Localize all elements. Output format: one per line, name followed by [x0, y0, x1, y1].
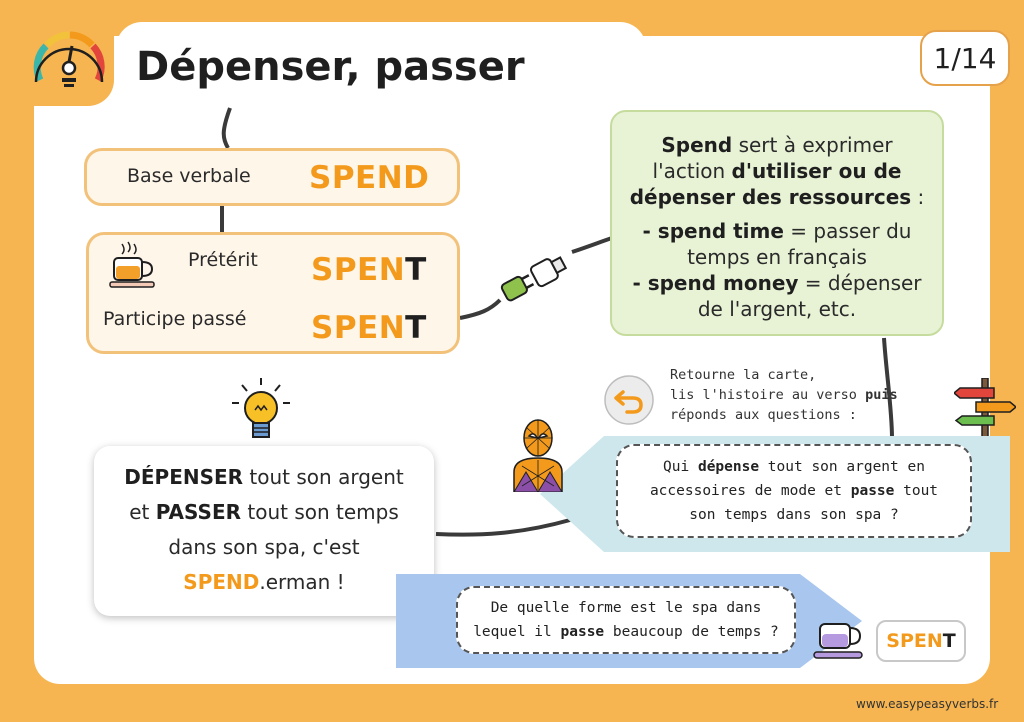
question-1: Qui dépense tout son argent en accessoir…: [616, 444, 972, 538]
definition-line-6: - spend money = dépenser: [632, 271, 922, 295]
instructions: Retourne la carte, lis l'histoire au ver…: [670, 365, 898, 425]
definition-line-2: l'action d'utiliser ou de: [652, 159, 902, 183]
lightbulb-icon: [232, 378, 290, 438]
definition-line-1: Spend sert à exprimer: [661, 133, 893, 157]
page-number: 1/14: [920, 30, 1010, 86]
question-1-line-2: accessoires de mode et passe tout: [649, 483, 939, 499]
base-form-label: Base verbale: [127, 165, 251, 187]
base-form-box: [84, 148, 460, 206]
title-tab: [116, 22, 646, 122]
tea-cup-icon: [109, 241, 155, 288]
question-1-line-1: Qui dépense tout son argent en: [663, 459, 925, 475]
mnemonic-line-4: SPEND.erman !: [183, 570, 345, 594]
definition-line-3: dépenser des ressources :: [629, 185, 925, 209]
mnemonic-line-3: dans son spa, c'est: [168, 535, 360, 559]
return-arrow-icon: [604, 375, 654, 425]
purple-cup-icon: [813, 623, 863, 659]
definition-line-5: temps en français: [687, 245, 867, 269]
definition-box: Spend sert à exprimer l'action d'utilise…: [610, 110, 944, 336]
preterit-value: SPENT: [311, 252, 427, 288]
definition-line-4: - spend time = passer du: [642, 219, 912, 243]
mnemonic-line-1: DÉPENSER tout son argent: [124, 465, 404, 489]
definition-line-7: de l'argent, etc.: [697, 297, 857, 321]
question-1-line-3: son temps dans son spa ?: [689, 507, 899, 523]
question-2-line-2: lequel il passe beaucoup de temps ?: [473, 624, 779, 640]
speedometer-icon: [33, 31, 105, 87]
spiderman-icon: [513, 419, 563, 492]
footer-url: www.easypeasyverbs.fr: [856, 697, 999, 711]
question-2-line-1: De quelle forme est le spa dans: [490, 600, 762, 616]
instructions-line-2: lis l'histoire au verso puis: [670, 387, 898, 403]
mnemonic-box: DÉPENSER tout son argent et PASSER tout …: [94, 446, 434, 616]
plug-icon: [500, 256, 568, 302]
instructions-line-3: réponds aux questions :: [670, 407, 857, 423]
participle-label: Participe passé: [103, 308, 247, 330]
mnemonic-line-2: et PASSER tout son temps: [129, 500, 399, 524]
preterit-label: Prétérit: [188, 249, 258, 271]
participle-value: SPENT: [311, 310, 427, 346]
base-form-value: SPEND: [309, 160, 430, 196]
instructions-line-1: Retourne la carte,: [670, 367, 817, 383]
past-forms-box: [86, 232, 460, 354]
question-2: De quelle forme est le spa dans lequel i…: [456, 586, 796, 654]
signpost-icon: [954, 378, 1016, 438]
page-title: Dépenser, passer: [136, 44, 525, 90]
